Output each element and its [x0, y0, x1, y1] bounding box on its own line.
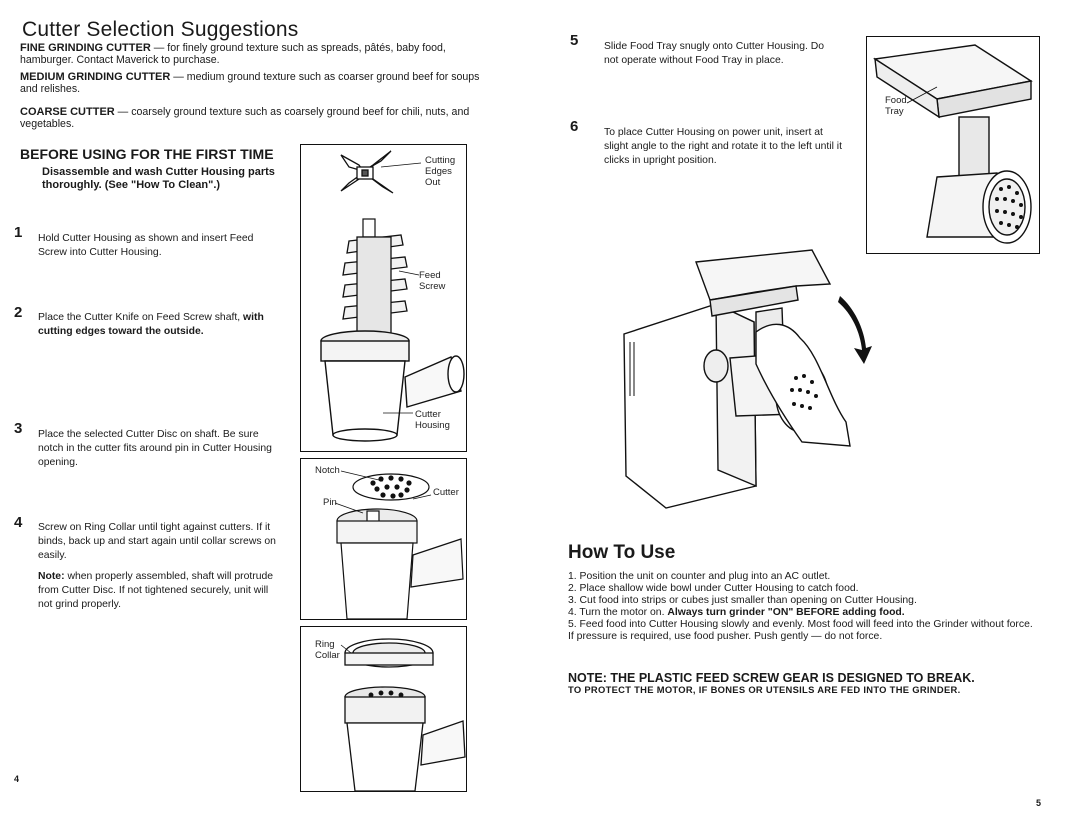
note-body: TO PROTECT THE MOTOR, IF BONES OR UTENSI…	[568, 684, 961, 695]
cutter-suggestion-coarse: COARSE CUTTER — coarsely ground texture …	[20, 106, 490, 130]
disc-holes	[790, 374, 818, 410]
note-heading: NOTE: THE PLASTIC FEED SCREW GEAR IS DES…	[568, 671, 975, 685]
page-number-left: 4	[14, 774, 20, 784]
howto-item-1: 1. Position the unit on counter and plug…	[568, 571, 831, 582]
power-unit-illustration	[623, 249, 872, 509]
cutter-knife-shape	[340, 150, 394, 194]
step-number-6: 6	[570, 118, 579, 135]
howto-item-5: 5. Feed food into Cutter Housing slowly …	[568, 619, 1033, 642]
step-text-1: Hold Cutter Housing as shown and insert …	[38, 233, 254, 258]
howto-item-4: 4. Turn the motor on. Always turn grinde…	[568, 607, 1038, 619]
cutter-desc: — medium ground texture such as coarser …	[20, 71, 480, 95]
label-pin: Pin	[323, 497, 337, 508]
step-text-bold: with cutting edges toward the outside.	[38, 312, 264, 337]
page-title: Cutter Selection Suggestions	[22, 18, 299, 41]
before-subheading: Disassemble and wash Cutter Housing part…	[42, 166, 275, 191]
how-to-use-heading: How To Use	[568, 542, 676, 563]
cutter-desc: — coarsely ground texture such as coarse…	[20, 106, 470, 130]
label-ring-collar: Ring Collar	[315, 639, 340, 661]
feed-screw-figure: Cutting Edges Out Feed Screw Cutter Hous…	[300, 144, 467, 452]
step-text-6: To place Cutter Housing on power unit, i…	[604, 127, 842, 166]
rotate-arrow-icon	[838, 296, 872, 364]
food-tray-figure: Food Tray	[866, 36, 1040, 254]
disc-holes	[995, 185, 1023, 229]
howto-bold: Always turn grinder "ON" BEFORE adding f…	[667, 607, 905, 618]
label-cutting-edges: Cutting Edges Out	[425, 155, 456, 188]
cutter-name: MEDIUM GRINDING CUTTER	[20, 71, 171, 83]
label-food-tray: Food Tray	[885, 95, 907, 117]
cutter-disc-figure: Notch Pin Cutter	[300, 458, 467, 620]
disc-holes	[370, 475, 412, 499]
step-text-3: Place the selected Cutter Disc on shaft.…	[38, 429, 272, 468]
label-cutter-housing: Cutter Housing	[415, 409, 450, 431]
howto-item-2: 2. Place shallow wide bowl under Cutter …	[568, 583, 859, 594]
cutter-suggestion-medium: MEDIUM GRINDING CUTTER — medium ground t…	[20, 71, 490, 95]
cutter-name: COARSE CUTTER	[20, 106, 115, 118]
step-number-5: 5	[570, 32, 579, 49]
page-number-right: 5	[1036, 798, 1042, 808]
feed-screw-shape	[342, 234, 408, 338]
step-text-5: Slide Food Tray snugly onto Cutter Housi…	[604, 41, 825, 66]
label-feed-screw: Feed Screw	[419, 270, 446, 292]
howto-plain: 4. Turn the motor on.	[568, 607, 668, 618]
step-text-2: Place the Cutter Knife on Feed Screw sha…	[38, 311, 278, 339]
cutter-disc-illustration	[334, 470, 464, 619]
label-notch: Notch	[315, 465, 340, 476]
power-unit-figure	[606, 246, 886, 510]
step-number-2: 2	[14, 304, 23, 321]
note-text: when properly assembled, shaft will prot…	[38, 571, 274, 610]
step-number-1: 1	[14, 224, 23, 241]
note-label: Note:	[38, 571, 65, 582]
cutter-housing-shape	[320, 330, 465, 442]
step-number-4: 4	[14, 514, 23, 531]
howto-item-3: 3. Cut food into strips or cubes just sm…	[568, 595, 917, 606]
step-number-3: 3	[14, 420, 23, 437]
ring-collar-figure: Ring Collar	[300, 626, 467, 792]
step-note-4: Note: when properly assembled, shaft wil…	[38, 570, 274, 612]
step-text-4: Screw on Ring Collar until tight against…	[38, 522, 276, 561]
step-text-plain: Place the Cutter Knife on Feed Screw sha…	[38, 312, 241, 323]
label-cutter: Cutter	[433, 487, 459, 498]
cutter-suggestion-fine: FINE GRINDING CUTTER — for finely ground…	[20, 42, 490, 66]
cutter-desc: — for finely ground texture such as spre…	[20, 42, 446, 66]
feed-screw-illustration	[320, 150, 465, 442]
before-heading: BEFORE USING FOR THE FIRST TIME	[20, 146, 274, 162]
cutter-name: FINE GRINDING CUTTER	[20, 42, 151, 54]
food-tray-illustration	[873, 44, 1033, 244]
ring-collar-illustration	[340, 638, 466, 791]
